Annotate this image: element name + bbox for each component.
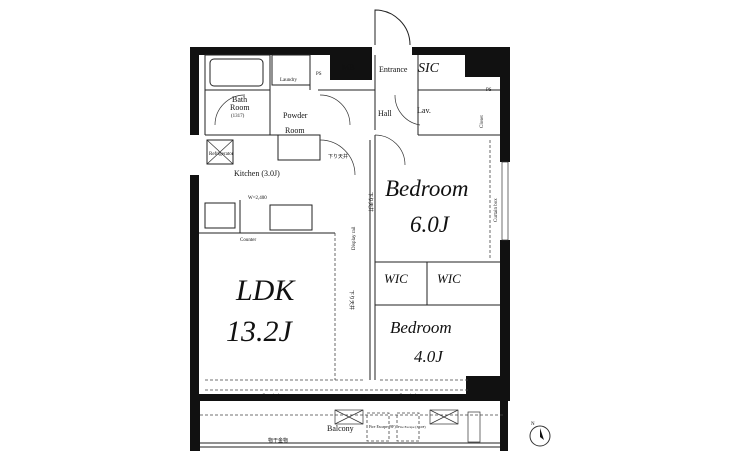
bath-room-label: Bath xyxy=(232,95,247,104)
bedroom-1-size: 6.0J xyxy=(410,212,451,237)
sic-label: SIC xyxy=(418,61,440,76)
door-swings xyxy=(214,94,421,176)
compass-icon: N xyxy=(529,422,551,447)
display-rail-label: Display rail xyxy=(352,226,357,250)
powder-room-label-2: Room xyxy=(285,126,305,135)
wic-2-label: WIC xyxy=(437,271,461,286)
balcony-label: Balcony xyxy=(327,424,354,433)
window xyxy=(501,161,509,241)
bath-room-label-2: Room xyxy=(230,103,250,112)
north-label: N xyxy=(531,422,535,427)
ps-label: PS xyxy=(316,72,322,77)
ceiling-label: 下り天井 xyxy=(328,153,348,160)
counter-label: Counter xyxy=(240,238,256,243)
fire-escape-2: Fire Escape (3,10F) xyxy=(398,425,427,430)
ldk-size: 13.2J xyxy=(226,315,294,348)
lav-label: Lav. xyxy=(417,106,431,115)
laundry-label: Laundry xyxy=(280,78,297,83)
wic-1-label: WIC xyxy=(384,271,408,286)
ps-bottom-label-2: PS xyxy=(457,396,463,401)
bath-room-size: (1317) xyxy=(231,114,245,119)
kitchen-label: Kitchen (3.0J) xyxy=(234,169,280,178)
ps-right-label: PS xyxy=(486,88,492,93)
entrance-door[interactable] xyxy=(374,9,411,46)
kitchen-width: W=2,400 xyxy=(248,196,267,201)
hall-label: Hall xyxy=(378,109,393,118)
bedroom-2-name: Bedroom xyxy=(390,318,452,337)
curtain-box-label: Curtain box xyxy=(494,198,499,222)
mb-label: MB xyxy=(342,63,354,72)
ceiling-label-2: 下り天井 xyxy=(367,192,374,212)
ceiling-label-3: 下り天井 xyxy=(348,290,355,310)
refrigerator-label: Refrigerator xyxy=(209,152,234,157)
laundry-rail-label: 物干金物 xyxy=(268,437,288,444)
curtain-box-label-1: Curtain box xyxy=(262,394,286,399)
closet-label: Closet xyxy=(480,115,485,128)
walls xyxy=(190,47,510,451)
bedroom-2-size: 4.0J xyxy=(414,347,444,366)
partitions xyxy=(199,54,500,380)
curtain-box-label-2: Curtain box xyxy=(399,394,423,399)
powder-room-label: Powder xyxy=(283,111,308,120)
ldk-name: LDK xyxy=(235,274,296,307)
bedroom-1-name: Bedroom xyxy=(385,176,468,201)
entrance-label: Entrance xyxy=(379,65,408,74)
ps-bottom-label-1: PS xyxy=(361,396,367,401)
fire-escape-1: Fire Escape (9F) xyxy=(369,424,396,429)
balcony-area xyxy=(200,409,500,448)
